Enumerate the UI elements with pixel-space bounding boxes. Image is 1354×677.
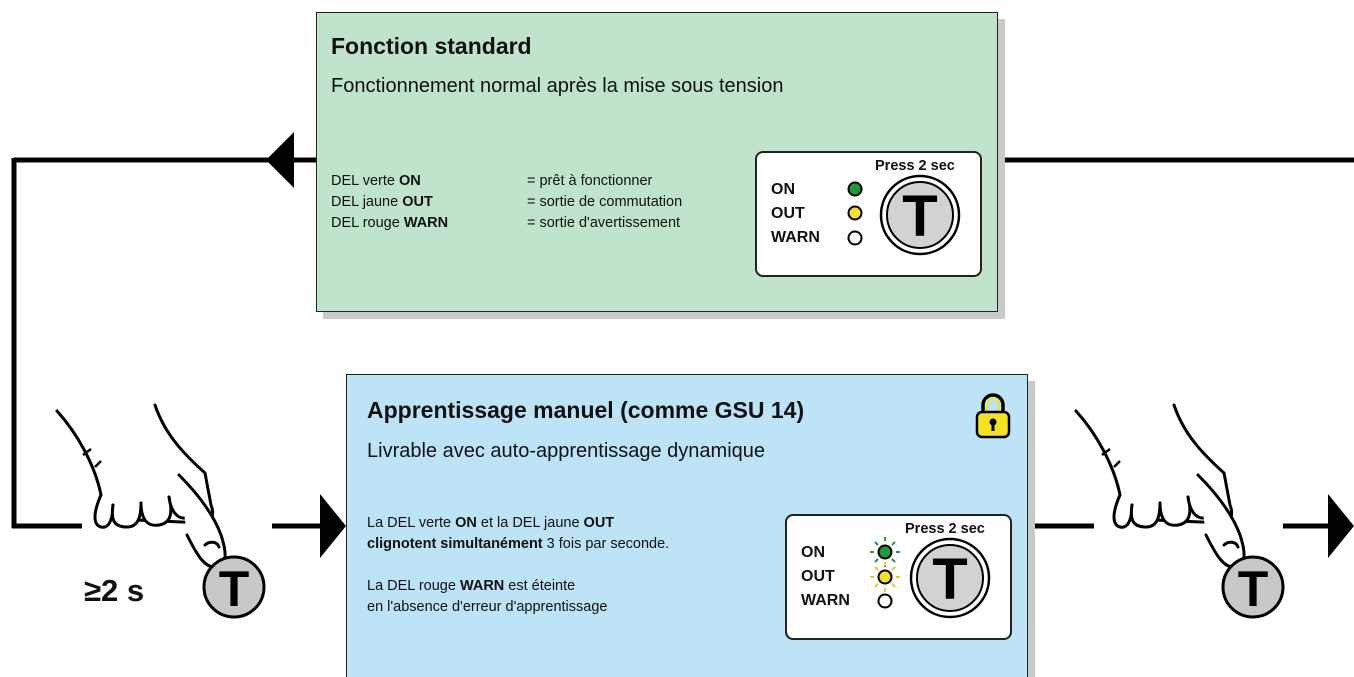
teach-button-letter: T: [932, 547, 967, 612]
learning-paragraph: La DEL rouge WARN est éteinte en l'absen…: [367, 578, 608, 615]
led-desc: = sortie de commutation: [527, 194, 683, 210]
led-on-blink-rays: [870, 537, 900, 567]
learning-title: Apprentissage manuel (comme GSU 14): [367, 397, 805, 423]
teach-button: [1221, 555, 1285, 619]
learning-description: La DEL verte ON et la DEL jaune OUT clig…: [367, 513, 767, 618]
teach-button-letter: T: [1238, 561, 1269, 617]
led-out-yellow: [847, 205, 863, 221]
press-duration-label: ≥2 s: [84, 573, 145, 608]
hand-press-icon: T: [1074, 403, 1285, 619]
standard-title: Fonction standard: [331, 33, 532, 59]
panel-graphics: T: [847, 174, 961, 256]
standard-subtitle: Fonctionnement normal après la mise sous…: [331, 75, 784, 97]
led-prefix: DEL jaune: [331, 194, 403, 210]
out-label: OUT: [771, 205, 805, 222]
teach-button-letter: T: [219, 561, 250, 617]
warn-label: WARN: [801, 592, 850, 609]
on-label: ON: [771, 181, 795, 198]
led-warn-off: [877, 593, 893, 609]
arrow-right-icon: [1328, 494, 1354, 558]
led-legend: DEL verte ON = prêt à fonctionner DEL ja…: [331, 171, 751, 237]
standard-function-box: Fonction standard Fonctionnement normal …: [316, 12, 998, 312]
learning-paragraph: La DEL verte ON et la DEL jaune OUT clig…: [367, 515, 670, 552]
led-out-blinking: [877, 569, 893, 585]
sensor-panel: Press 2 sec ON OUT WARN T: [755, 151, 982, 277]
teach-button: [202, 555, 266, 619]
led-name: WARN: [403, 215, 449, 231]
led-out-blink-rays: [870, 562, 900, 592]
press-label: Press 2 sec: [905, 521, 985, 537]
on-label: ON: [801, 544, 825, 561]
arrow-right-icon: [320, 494, 346, 558]
learning-subtitle: Livrable avec auto-apprentissage dynamiq…: [367, 440, 766, 462]
led-on-blinking: [877, 544, 893, 560]
led-warn-off: [847, 230, 863, 246]
led-prefix: DEL verte: [331, 173, 399, 189]
panel-graphics: T: [870, 537, 991, 619]
manual-learning-box: Apprentissage manuel (comme GSU 14) Livr…: [346, 374, 1028, 677]
led-desc: = sortie d'avertissement: [527, 215, 681, 231]
led-desc: = prêt à fonctionner: [527, 173, 653, 189]
hand-press-icon: T: [55, 403, 266, 619]
led-name: OUT: [402, 194, 433, 210]
warn-label: WARN: [771, 229, 820, 246]
led-prefix: DEL rouge: [331, 215, 404, 231]
out-label: OUT: [801, 568, 835, 585]
teach-button-letter: T: [902, 184, 937, 249]
arrow-left-icon: [266, 132, 294, 188]
sensor-panel: Press 2 sec ON OUT WARN T: [785, 514, 1012, 640]
press-label: Press 2 sec: [875, 158, 955, 174]
padlock-icon: [975, 393, 1011, 439]
led-name: ON: [398, 173, 421, 189]
led-on-green: [847, 181, 863, 197]
